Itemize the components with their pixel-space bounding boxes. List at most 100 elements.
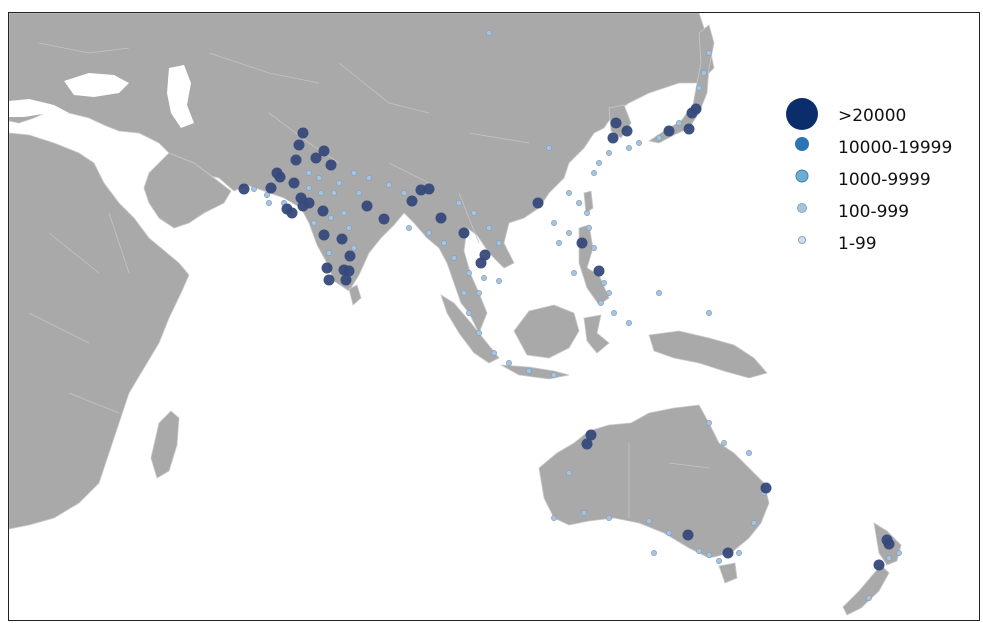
- location-point-minor[interactable]: [606, 515, 612, 521]
- location-point-minor[interactable]: [466, 310, 472, 316]
- location-point-minor[interactable]: [626, 320, 632, 326]
- location-point-minor[interactable]: [461, 290, 467, 296]
- location-point-major[interactable]: [361, 200, 373, 212]
- location-point-minor[interactable]: [491, 350, 497, 356]
- location-point-minor[interactable]: [311, 220, 317, 226]
- location-point-minor[interactable]: [506, 360, 512, 366]
- location-point-minor[interactable]: [696, 85, 702, 91]
- location-point-minor[interactable]: [566, 470, 572, 476]
- location-point-major[interactable]: [317, 205, 329, 217]
- location-point-minor[interactable]: [366, 175, 372, 181]
- location-point-major[interactable]: [310, 152, 322, 164]
- location-point-minor[interactable]: [566, 230, 572, 236]
- location-point-minor[interactable]: [746, 450, 752, 456]
- location-point-minor[interactable]: [346, 225, 352, 231]
- location-point-minor[interactable]: [264, 192, 270, 198]
- location-point-major[interactable]: [415, 184, 427, 196]
- location-point-minor[interactable]: [426, 230, 432, 236]
- location-point-major[interactable]: [682, 529, 694, 541]
- location-point-minor[interactable]: [706, 310, 712, 316]
- location-point-minor[interactable]: [581, 510, 587, 516]
- location-point-minor[interactable]: [336, 180, 342, 186]
- location-point-major[interactable]: [286, 207, 298, 219]
- location-point-major[interactable]: [722, 547, 734, 559]
- location-point-major[interactable]: [297, 127, 309, 139]
- location-point-minor[interactable]: [486, 30, 492, 36]
- location-point-major[interactable]: [340, 274, 352, 286]
- location-point-minor[interactable]: [656, 290, 662, 296]
- location-point-major[interactable]: [343, 265, 355, 277]
- location-point-minor[interactable]: [896, 550, 902, 556]
- location-point-minor[interactable]: [586, 225, 592, 231]
- map-canvas[interactable]: [9, 13, 980, 621]
- location-point-minor[interactable]: [571, 270, 577, 276]
- location-point-minor[interactable]: [306, 170, 312, 176]
- location-point-minor[interactable]: [716, 558, 722, 564]
- location-point-minor[interactable]: [456, 200, 462, 206]
- location-point-major[interactable]: [435, 212, 447, 224]
- location-point-minor[interactable]: [721, 440, 727, 446]
- location-point-minor[interactable]: [576, 200, 582, 206]
- location-point-minor[interactable]: [551, 515, 557, 521]
- location-point-minor[interactable]: [866, 595, 872, 601]
- location-point-minor[interactable]: [251, 186, 257, 192]
- location-point-major[interactable]: [274, 171, 286, 183]
- location-point-major[interactable]: [883, 538, 895, 550]
- location-point-major[interactable]: [621, 125, 633, 137]
- location-point-minor[interactable]: [596, 160, 602, 166]
- location-point-minor[interactable]: [526, 368, 532, 374]
- location-point-major[interactable]: [581, 438, 593, 450]
- location-point-major[interactable]: [288, 177, 300, 189]
- location-point-minor[interactable]: [266, 200, 272, 206]
- location-point-major[interactable]: [238, 183, 250, 195]
- location-point-minor[interactable]: [406, 225, 412, 231]
- location-point-minor[interactable]: [351, 170, 357, 176]
- location-point-minor[interactable]: [481, 275, 487, 281]
- location-point-major[interactable]: [318, 145, 330, 157]
- location-point-major[interactable]: [593, 265, 605, 277]
- location-point-major[interactable]: [873, 559, 885, 571]
- location-point-minor[interactable]: [651, 550, 657, 556]
- location-point-major[interactable]: [297, 200, 309, 212]
- location-point-minor[interactable]: [551, 220, 557, 226]
- location-point-major[interactable]: [576, 237, 588, 249]
- location-point-minor[interactable]: [351, 245, 357, 251]
- location-point-minor[interactable]: [546, 145, 552, 151]
- location-point-minor[interactable]: [471, 210, 477, 216]
- location-point-minor[interactable]: [676, 120, 682, 126]
- location-point-major[interactable]: [406, 195, 418, 207]
- location-point-major[interactable]: [423, 183, 435, 195]
- location-point-minor[interactable]: [496, 240, 502, 246]
- location-point-minor[interactable]: [591, 245, 597, 251]
- location-point-minor[interactable]: [566, 190, 572, 196]
- location-point-major[interactable]: [344, 250, 356, 262]
- location-point-major[interactable]: [378, 213, 390, 225]
- location-point-minor[interactable]: [646, 518, 652, 524]
- location-point-minor[interactable]: [606, 290, 612, 296]
- location-point-minor[interactable]: [601, 280, 607, 286]
- location-point-minor[interactable]: [611, 310, 617, 316]
- location-point-major[interactable]: [290, 154, 302, 166]
- location-point-major[interactable]: [293, 139, 305, 151]
- location-point-minor[interactable]: [496, 278, 502, 284]
- location-point-minor[interactable]: [401, 190, 407, 196]
- location-point-minor[interactable]: [706, 420, 712, 426]
- location-point-major[interactable]: [318, 229, 330, 241]
- location-point-minor[interactable]: [466, 270, 472, 276]
- location-point-major[interactable]: [663, 125, 675, 137]
- location-point-major[interactable]: [479, 249, 491, 261]
- location-point-minor[interactable]: [706, 552, 712, 558]
- location-point-major[interactable]: [607, 132, 619, 144]
- location-point-minor[interactable]: [551, 372, 557, 378]
- location-point-minor[interactable]: [636, 140, 642, 146]
- location-point-minor[interactable]: [886, 555, 892, 561]
- location-point-major[interactable]: [265, 182, 277, 194]
- location-point-minor[interactable]: [486, 225, 492, 231]
- location-point-minor[interactable]: [751, 520, 757, 526]
- location-point-minor[interactable]: [476, 330, 482, 336]
- location-point-minor[interactable]: [331, 190, 337, 196]
- location-point-major[interactable]: [532, 197, 544, 209]
- location-point-minor[interactable]: [598, 300, 604, 306]
- location-point-minor[interactable]: [326, 250, 332, 256]
- location-point-minor[interactable]: [584, 210, 590, 216]
